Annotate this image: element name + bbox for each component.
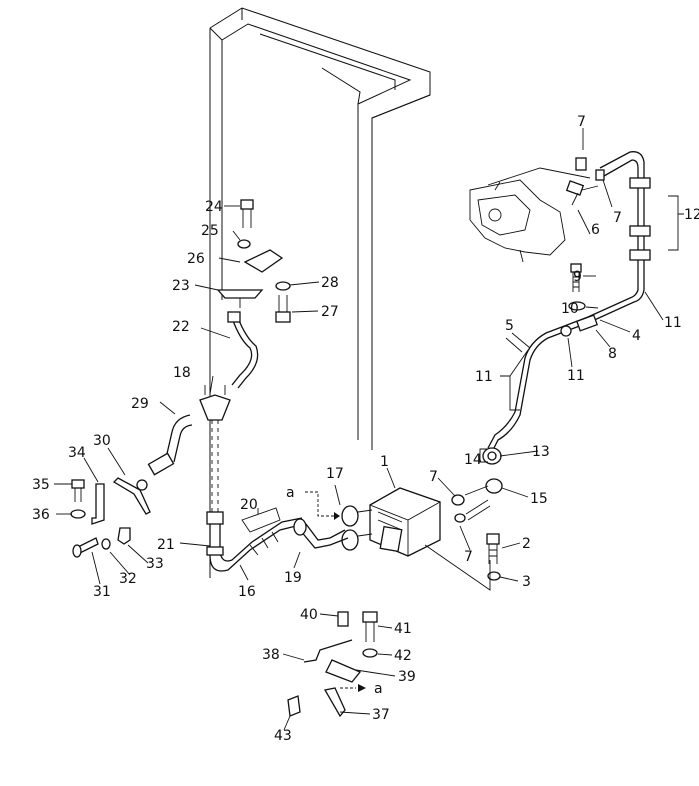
label-33: 33	[146, 556, 164, 572]
bracket-34	[91, 483, 105, 525]
label-10: 10	[561, 301, 579, 317]
label-43: 43	[274, 728, 292, 744]
clip-8	[560, 314, 599, 337]
label-13: 13	[532, 444, 550, 460]
label-40: 40	[300, 607, 318, 623]
label-22: 22	[172, 319, 190, 335]
bracket-30	[112, 477, 151, 515]
plate-43	[287, 695, 301, 717]
label-3: 3	[522, 574, 531, 590]
label-41: 41	[394, 621, 412, 637]
label-27: 27	[321, 304, 339, 320]
washer-36	[70, 509, 86, 519]
label-14: 14	[464, 452, 482, 468]
label-5: 5	[505, 318, 514, 334]
bolt-35	[71, 479, 85, 502]
label-39: 39	[398, 669, 416, 685]
label-38: 38	[262, 647, 280, 663]
label-30: 30	[93, 433, 111, 449]
label-2: 2	[522, 536, 531, 552]
engine-block	[469, 167, 591, 263]
label-17: 17	[326, 466, 344, 482]
bolt-9	[570, 263, 582, 292]
label-29: 29	[131, 396, 149, 412]
washer-3	[487, 571, 501, 581]
ref-a-2: a	[374, 681, 383, 697]
label-28: 28	[321, 275, 339, 291]
label-16: 16	[238, 584, 256, 600]
label-24: 24	[205, 199, 223, 215]
label-34: 34	[68, 445, 86, 461]
bolt-24	[240, 199, 254, 228]
washer-10	[568, 301, 586, 311]
label-7d: 7	[464, 549, 473, 565]
hose-21-16	[206, 511, 303, 572]
label-7a: 7	[577, 114, 586, 130]
label-11c: 11	[475, 369, 493, 385]
vertical-pipe-18	[199, 385, 231, 512]
label-4: 4	[632, 328, 641, 344]
label-25: 25	[201, 223, 219, 239]
label-20: 20	[240, 497, 258, 513]
washer-25	[237, 239, 251, 249]
hose-29	[147, 414, 193, 476]
bracket-23	[216, 289, 264, 308]
label-26: 26	[187, 251, 205, 267]
valve-6	[565, 180, 599, 206]
leader-lines	[54, 128, 684, 731]
label-18: 18	[173, 365, 191, 381]
label-36: 36	[32, 507, 50, 523]
label-1: 1	[380, 454, 389, 470]
label-31: 31	[93, 584, 111, 600]
valve-7-top	[575, 157, 605, 181]
ref-a-1: a	[286, 485, 295, 501]
heater-unit-1	[341, 487, 441, 557]
nut-40	[337, 611, 349, 627]
label-37: 37	[372, 707, 390, 723]
ref-arrows	[334, 512, 366, 692]
washer-42	[362, 648, 378, 658]
label-6: 6	[591, 222, 600, 238]
label-23: 23	[172, 278, 190, 294]
label-19: 19	[284, 570, 302, 586]
label-11b: 11	[567, 368, 585, 384]
label-42: 42	[394, 648, 412, 664]
bolt-27	[275, 295, 291, 323]
clip-33	[117, 527, 131, 545]
clamp-15	[464, 478, 503, 496]
bracket-26	[243, 249, 284, 273]
label-12: 12	[684, 207, 699, 223]
label-8: 8	[608, 346, 617, 362]
washer-28	[275, 281, 291, 291]
rod-38	[303, 639, 353, 663]
cab-frame	[209, 7, 431, 578]
bracket-39	[325, 659, 362, 683]
bolt-31	[72, 537, 99, 558]
label-21: 21	[157, 537, 175, 553]
label-7b: 7	[613, 210, 622, 226]
part-labels: 7 6 7 12 9 10 11 4 8 5 11 11 13 14 1 7 1…	[32, 114, 699, 744]
bolt-41	[362, 611, 378, 642]
label-32: 32	[119, 571, 137, 587]
label-35: 35	[32, 477, 50, 493]
bolt-2	[486, 533, 500, 564]
washer-32	[101, 538, 111, 550]
label-11a: 11	[664, 315, 682, 331]
hose-19	[293, 518, 349, 549]
label-15: 15	[530, 491, 548, 507]
label-9: 9	[573, 269, 582, 285]
hose-22	[227, 311, 259, 389]
fittings-right-7	[451, 494, 491, 523]
bracket-37	[323, 687, 346, 718]
label-7c: 7	[429, 469, 438, 485]
